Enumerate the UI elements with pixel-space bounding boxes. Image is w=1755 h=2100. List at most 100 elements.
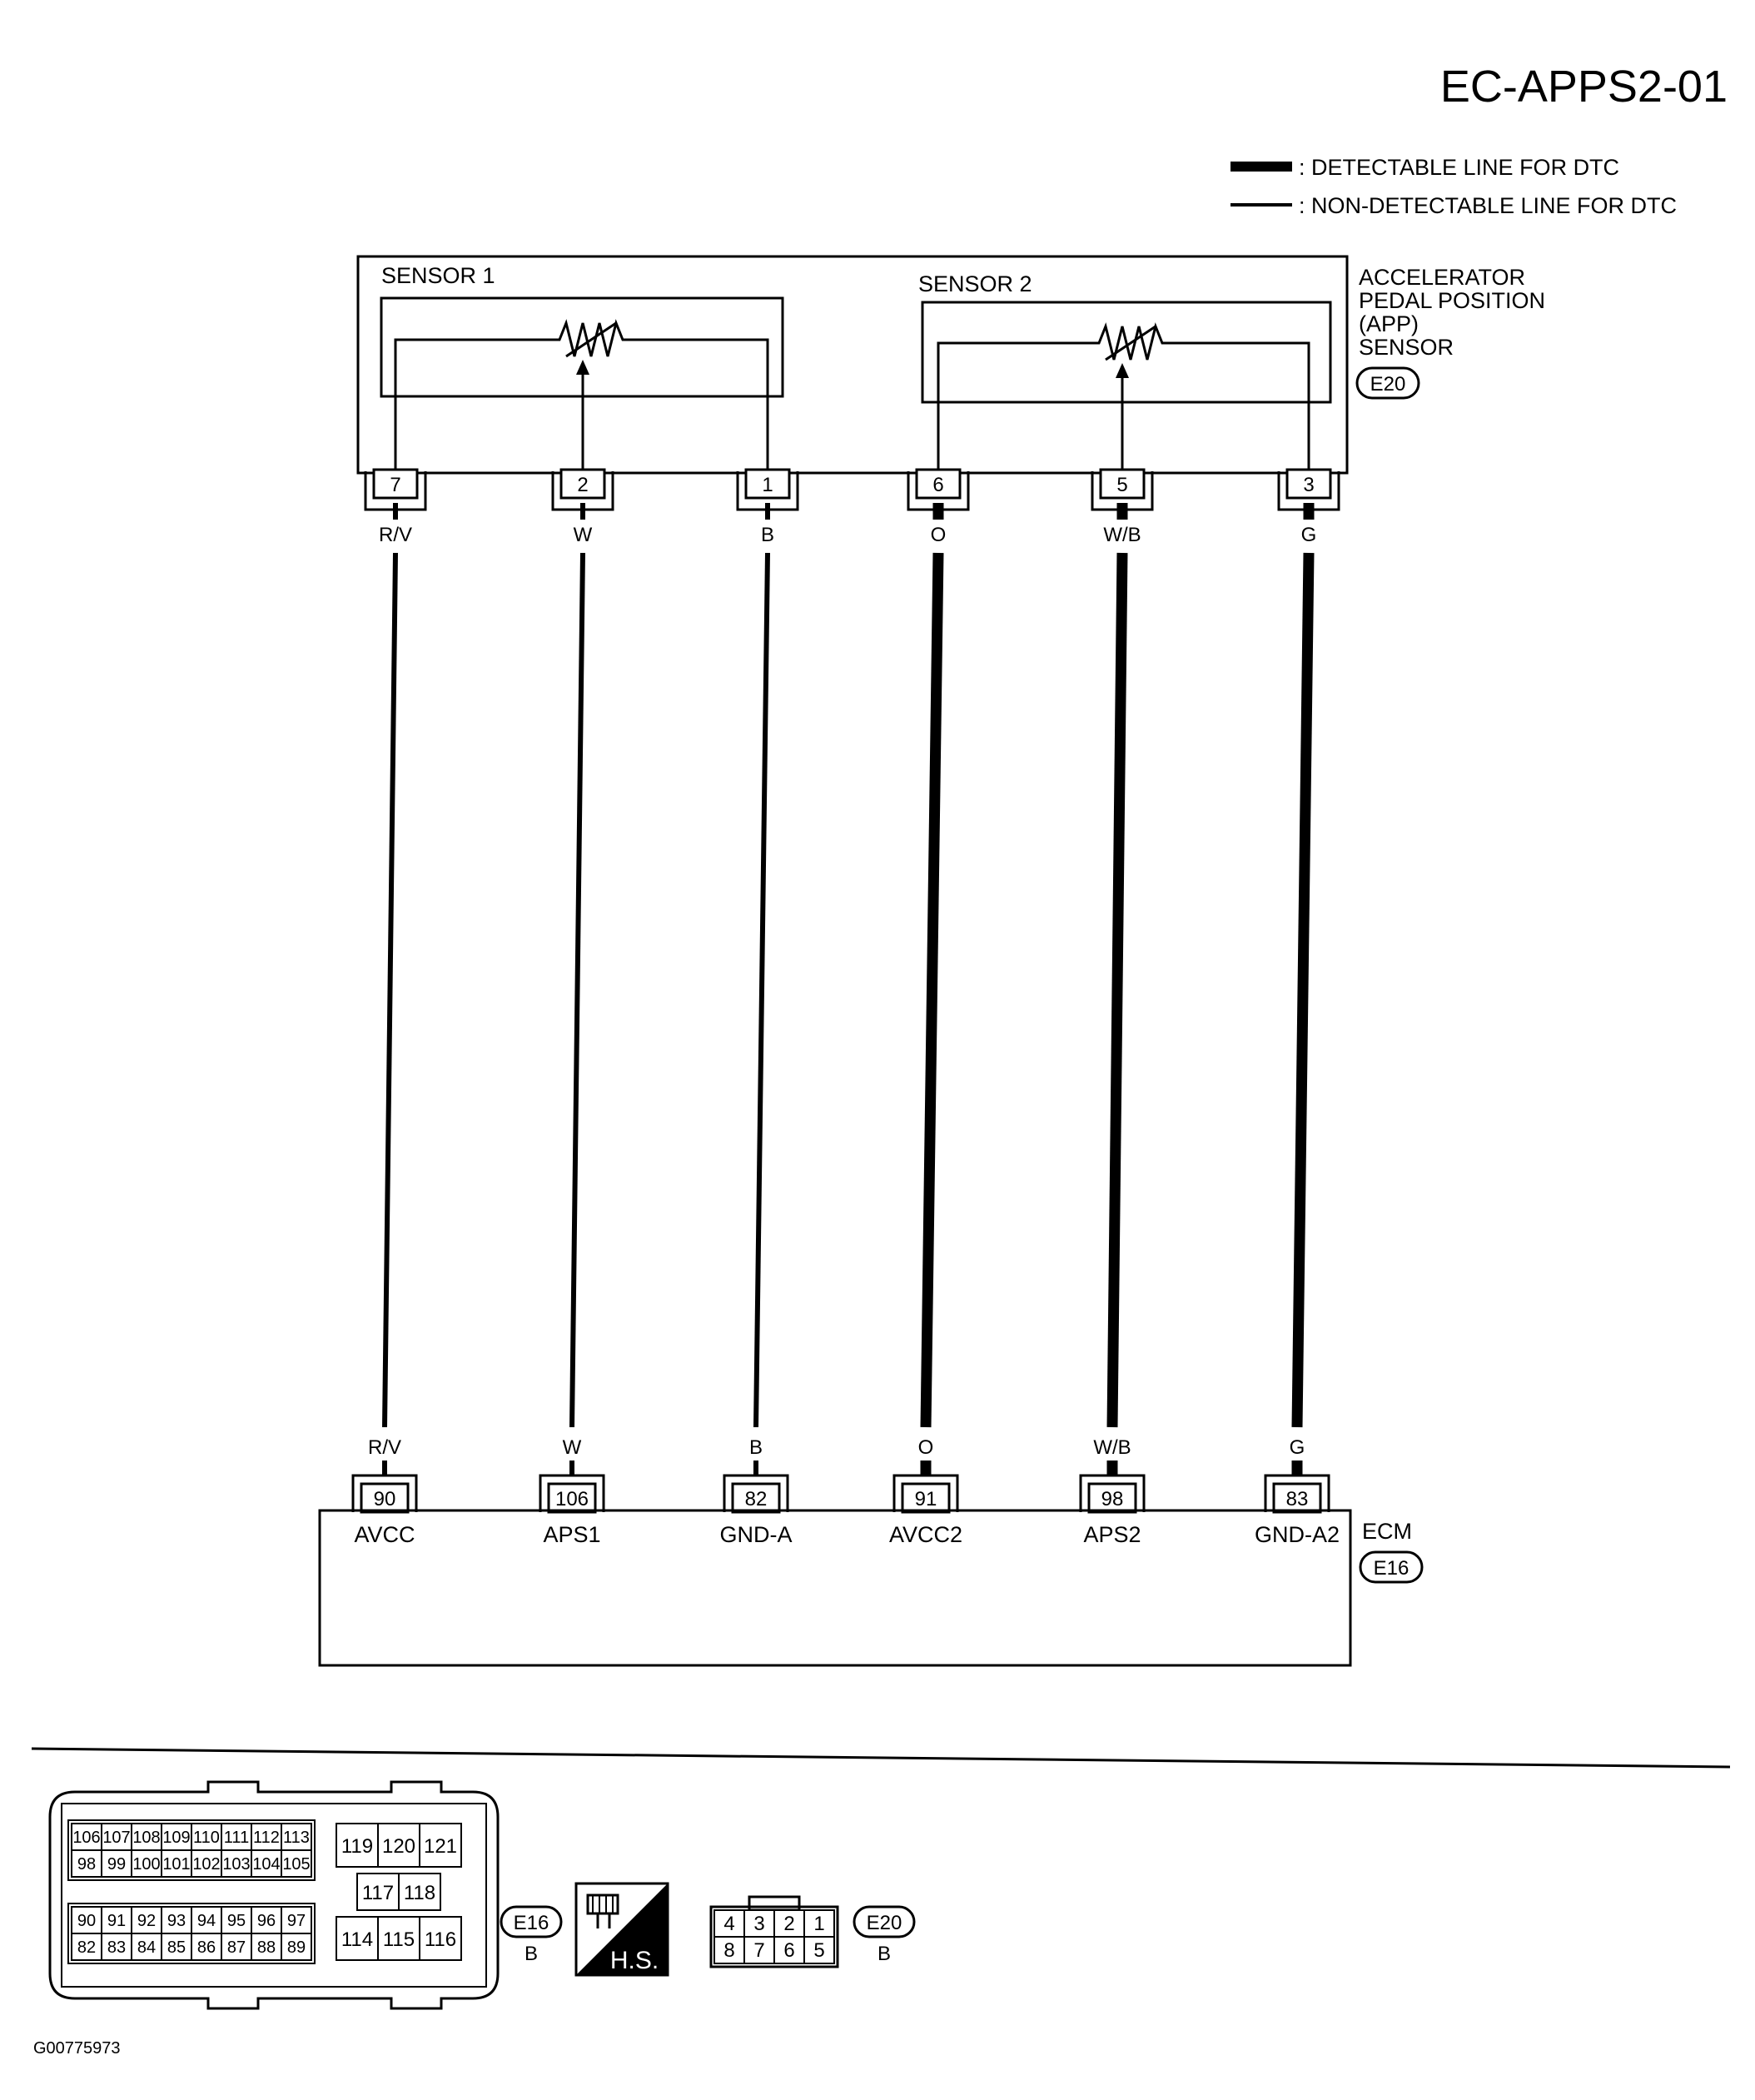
ecm-terminal-90: 90 bbox=[351, 1474, 418, 1514]
sensor-terminal-5: 5 bbox=[1091, 468, 1154, 511]
e16-cavity-number: 83 bbox=[107, 1938, 126, 1957]
e16-cavity-number: 86 bbox=[197, 1938, 216, 1957]
wire-color-label-top: W bbox=[574, 524, 593, 546]
sensor-terminal-2: 2 bbox=[551, 468, 614, 511]
e16-cavity-number: 105 bbox=[282, 1855, 310, 1874]
e16-cavity-number: 108 bbox=[132, 1829, 160, 1847]
e20-cavity-number: 1 bbox=[813, 1913, 824, 1935]
ecm-name: ECM bbox=[1362, 1519, 1412, 1544]
wire-color-label-bottom: G bbox=[1290, 1436, 1305, 1459]
e16-cavity bbox=[281, 1933, 312, 1961]
sensor-terminal-7: 7 bbox=[364, 468, 427, 511]
e16-cavity-number: 90 bbox=[77, 1912, 96, 1930]
e16-cavity-number: 84 bbox=[137, 1938, 156, 1957]
e16-cavity-number: 102 bbox=[192, 1855, 220, 1874]
wire-color-label-top: O bbox=[931, 524, 947, 546]
e16-cavity-number: 104 bbox=[252, 1855, 280, 1874]
e16-housing-color: B bbox=[525, 1943, 538, 1965]
ecm-box bbox=[318, 1509, 1352, 1667]
e16-cavity-number: 106 bbox=[72, 1829, 100, 1847]
section-divider bbox=[31, 1747, 1731, 1769]
e16-cavity bbox=[161, 1933, 192, 1961]
sensor-pin-number: 3 bbox=[1303, 474, 1314, 496]
e16-cavity-number: 103 bbox=[222, 1855, 250, 1874]
e16-cavity-number: 89 bbox=[287, 1938, 306, 1957]
sensor-pin-number: 1 bbox=[762, 474, 773, 496]
e20-cavity bbox=[773, 1936, 805, 1964]
ecm-terminal-98: 98 bbox=[1079, 1474, 1146, 1514]
ecm-terminal-name: APS2 bbox=[1083, 1522, 1141, 1547]
legend-detectable-text: : DETECTABLE LINE FOR DTC bbox=[1299, 155, 1619, 180]
app-sensor-name-line-4: SENSOR bbox=[1359, 335, 1454, 360]
ecm-pin-number: 106 bbox=[555, 1488, 589, 1510]
e20-cavity-number: 4 bbox=[723, 1913, 734, 1935]
wire-color-label-top: G bbox=[1301, 524, 1317, 546]
e16-cavity-number: 112 bbox=[253, 1829, 280, 1847]
e16-cavity bbox=[251, 1933, 282, 1961]
e16-cavity bbox=[131, 1849, 162, 1878]
sensor2-label: SENSOR 2 bbox=[918, 271, 1032, 296]
e16-cavity bbox=[419, 1823, 462, 1868]
wire-color-label-top: W/B bbox=[1103, 524, 1141, 546]
e16-cavity bbox=[281, 1823, 312, 1851]
hs-badge: H.S. bbox=[574, 1882, 669, 1977]
sensor1-label: SENSOR 1 bbox=[381, 263, 495, 288]
app-sensor-box bbox=[356, 255, 1349, 475]
e16-cavity bbox=[419, 1916, 462, 1961]
e16-cavity bbox=[281, 1849, 312, 1878]
app-sensor-connector-badge bbox=[1355, 366, 1420, 400]
ecm-terminal-83: 83 bbox=[1264, 1474, 1330, 1514]
e20-cavity bbox=[743, 1936, 775, 1964]
app-sensor-name-line-1: ACCELERATOR bbox=[1359, 265, 1525, 290]
e16-cavity bbox=[161, 1823, 192, 1851]
e16-housing bbox=[48, 1780, 500, 2010]
e20-housing-color: B bbox=[878, 1943, 891, 1965]
e16-cavity-number: 99 bbox=[107, 1855, 126, 1874]
e16-cavity bbox=[377, 1823, 420, 1868]
e20-cavity bbox=[803, 1936, 835, 1964]
wire-color-label-top: R/V bbox=[379, 524, 412, 546]
e16-cavity bbox=[191, 1849, 222, 1878]
e16-cavity-number: 92 bbox=[137, 1912, 156, 1930]
e16-cavity bbox=[221, 1849, 252, 1878]
ecm-terminal-name: AVCC bbox=[354, 1522, 415, 1547]
e16-cavity-number: 120 bbox=[382, 1835, 415, 1858]
e16-cavity-number: 109 bbox=[162, 1829, 190, 1847]
ecm: ECM E16 bbox=[318, 1509, 1424, 1667]
wire-5-to-98 bbox=[1106, 552, 1128, 1428]
sensor-terminal-1: 1 bbox=[736, 468, 799, 511]
e16-cavity-number: 107 bbox=[102, 1829, 130, 1847]
e16-cavity-number: 87 bbox=[227, 1938, 246, 1957]
e20-cavity bbox=[743, 1909, 775, 1938]
e20-badge-id: E20 bbox=[867, 1912, 902, 1934]
e16-cavity-number: 118 bbox=[404, 1882, 435, 1904]
app-sensor-name-line-3: (APP) bbox=[1359, 311, 1419, 336]
e16-cavity-number: 114 bbox=[341, 1928, 373, 1951]
e20-cavity-number: 2 bbox=[783, 1913, 794, 1935]
e16-cavity bbox=[377, 1916, 420, 1961]
wire-color-label-bottom: O bbox=[918, 1436, 934, 1459]
app-sensor-connector-id: E20 bbox=[1370, 373, 1406, 396]
e16-cavity-number: 115 bbox=[383, 1928, 415, 1951]
e20-cavity-number: 3 bbox=[753, 1913, 764, 1935]
e16-cavity-number: 96 bbox=[257, 1912, 276, 1930]
ecm-connector-id: E16 bbox=[1374, 1557, 1409, 1580]
e16-cavity-number: 85 bbox=[167, 1938, 186, 1957]
e20-latch bbox=[748, 1895, 801, 1912]
e20-cavity-number: 8 bbox=[723, 1939, 734, 1962]
sensor-pin-number: 2 bbox=[577, 474, 588, 496]
wire-1-to-82 bbox=[753, 552, 770, 1428]
e16-cavity bbox=[161, 1849, 192, 1878]
e16-badge bbox=[500, 1905, 563, 1938]
e16-cavity-number: 119 bbox=[341, 1835, 373, 1858]
e16-cavity-number: 113 bbox=[283, 1829, 310, 1847]
ecm-pin-number: 82 bbox=[745, 1488, 768, 1510]
e16-cavity-number: 98 bbox=[77, 1855, 96, 1874]
wire-2-to-106 bbox=[569, 552, 585, 1428]
sensor-pin-number: 5 bbox=[1116, 474, 1127, 496]
ecm-terminal-82: 82 bbox=[723, 1474, 789, 1514]
sensor2-circuit bbox=[921, 301, 1332, 473]
wire-color-label-top: B bbox=[761, 524, 774, 546]
e16-badge-id: E16 bbox=[514, 1912, 549, 1934]
ecm-pin-number: 91 bbox=[915, 1488, 937, 1510]
